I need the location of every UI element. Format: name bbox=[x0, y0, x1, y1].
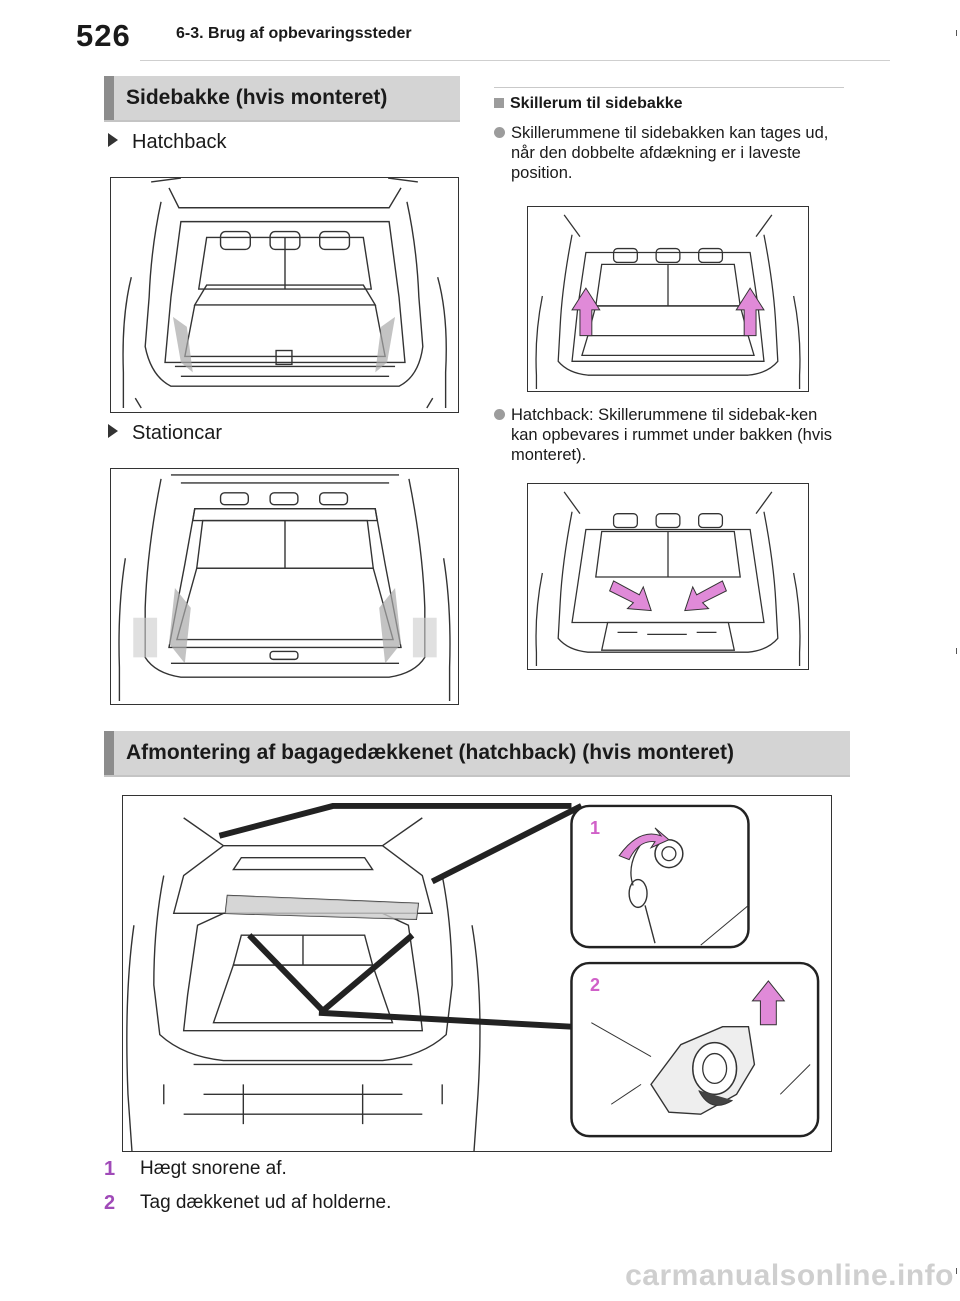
step-text: Hægt snorene af. bbox=[140, 1158, 287, 1179]
stationcar-label: Stationcar bbox=[108, 422, 222, 445]
crop-mark bbox=[956, 30, 957, 36]
watermark: carmanualsonline.info bbox=[625, 1259, 954, 1292]
hatchback-label: Hatchback bbox=[108, 131, 227, 154]
dividers-removal-illustration bbox=[535, 214, 801, 390]
callout-number-1: 1 bbox=[590, 818, 601, 838]
dividers-storage-figure bbox=[527, 483, 809, 670]
crop-mark bbox=[956, 648, 957, 654]
hatchback-trunk-figure bbox=[110, 177, 459, 413]
right-column-rule bbox=[494, 87, 844, 88]
stationcar-trunk-illustration bbox=[118, 474, 451, 702]
stationcar-trunk-figure bbox=[110, 468, 459, 705]
step-text: Tag dækkenet ud af holderne. bbox=[140, 1192, 392, 1213]
heading-underline bbox=[104, 120, 460, 122]
step-number: 1 bbox=[104, 1158, 116, 1180]
header-rule bbox=[140, 60, 890, 61]
triangle-bullet-icon bbox=[108, 133, 118, 147]
bullet-storage-under-tray: Hatchback: Skillerummene til sidebak-ken… bbox=[511, 406, 832, 464]
page-number: 526 bbox=[76, 18, 131, 53]
hatchback-label-text: Hatchback bbox=[132, 131, 227, 153]
afmontering-heading: Afmontering af bagagedækkenet (hatchback… bbox=[104, 731, 850, 775]
square-bullet-icon bbox=[494, 98, 504, 108]
dividers-storage-illustration bbox=[535, 491, 801, 667]
hatchback-trunk-illustration bbox=[122, 178, 447, 409]
dividers-removal-figure bbox=[527, 206, 809, 392]
heading-underline bbox=[104, 775, 850, 777]
skillerum-heading: Skillerum til sidebakke bbox=[494, 95, 683, 113]
step-number: 2 bbox=[104, 1192, 116, 1214]
bullet-dot-icon bbox=[494, 409, 505, 420]
callout-number-2: 2 bbox=[590, 975, 601, 995]
triangle-bullet-icon bbox=[108, 424, 118, 438]
section-title: 6-3. Brug af opbevaringssteder bbox=[176, 25, 412, 42]
skillerum-heading-text: Skillerum til sidebakke bbox=[510, 95, 683, 112]
bullet-removable-dividers: Skillerummene til sidebakken kan tages u… bbox=[511, 124, 829, 182]
crop-mark bbox=[956, 1268, 957, 1274]
sidebakke-heading: Sidebakke (hvis monteret) bbox=[104, 76, 460, 120]
bullet-dot-icon bbox=[494, 127, 505, 138]
cover-removal-illustration bbox=[126, 802, 820, 1151]
stationcar-label-text: Stationcar bbox=[132, 422, 223, 444]
cover-removal-figure bbox=[122, 795, 832, 1152]
